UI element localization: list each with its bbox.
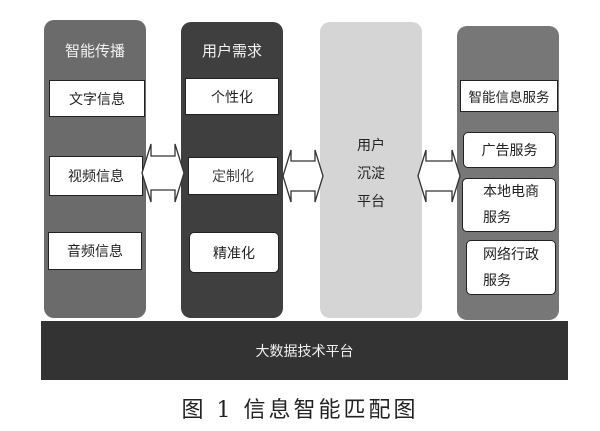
egov-line-1: 网络行政	[483, 246, 539, 263]
precision-box: 精准化	[189, 232, 279, 273]
ecommerce-service-box: 本地电商 服务	[462, 178, 556, 232]
audio-info-box: 音频信息	[48, 232, 142, 270]
user-demand-column: 用户需求 个性化 定制化 精准化	[181, 22, 283, 318]
personalization-box: 个性化	[185, 78, 279, 115]
ecommerce-line-1: 本地电商	[483, 184, 539, 200]
platform-line-3: 平台	[357, 194, 385, 210]
ad-service-box: 广告服务	[463, 132, 556, 168]
smart-info-service-column: 智能信息服务 广告服务 本地电商 服务 网络行政 服务	[457, 26, 559, 320]
double-arrow-icon	[141, 143, 185, 203]
platform-line-1: 用户	[357, 138, 385, 154]
column-title: 智能传播	[64, 42, 125, 60]
double-arrow-icon	[417, 149, 461, 203]
user-platform-column: 用户 沉淀 平台	[320, 22, 422, 318]
platform-line-2: 沉淀	[357, 166, 385, 182]
double-arrow-icon	[282, 149, 324, 203]
ecommerce-line-2: 服务	[483, 210, 511, 226]
egov-line-2: 服务	[483, 272, 511, 289]
figure-caption: 图 1 信息智能匹配图	[181, 398, 419, 423]
text-info-box: 文字信息	[49, 80, 145, 117]
column-title: 用户需求	[201, 42, 262, 60]
customization-box: 定制化	[188, 157, 278, 195]
column-title-box: 智能信息服务	[460, 80, 558, 112]
smart-dissemination-column: 智能传播 文字信息 视频信息 音频信息	[44, 20, 146, 318]
e-government-service-box: 网络行政 服务	[466, 240, 556, 295]
video-info-box: 视频信息	[49, 156, 143, 196]
big-data-platform-bar: 大数据技术平台	[41, 321, 568, 380]
